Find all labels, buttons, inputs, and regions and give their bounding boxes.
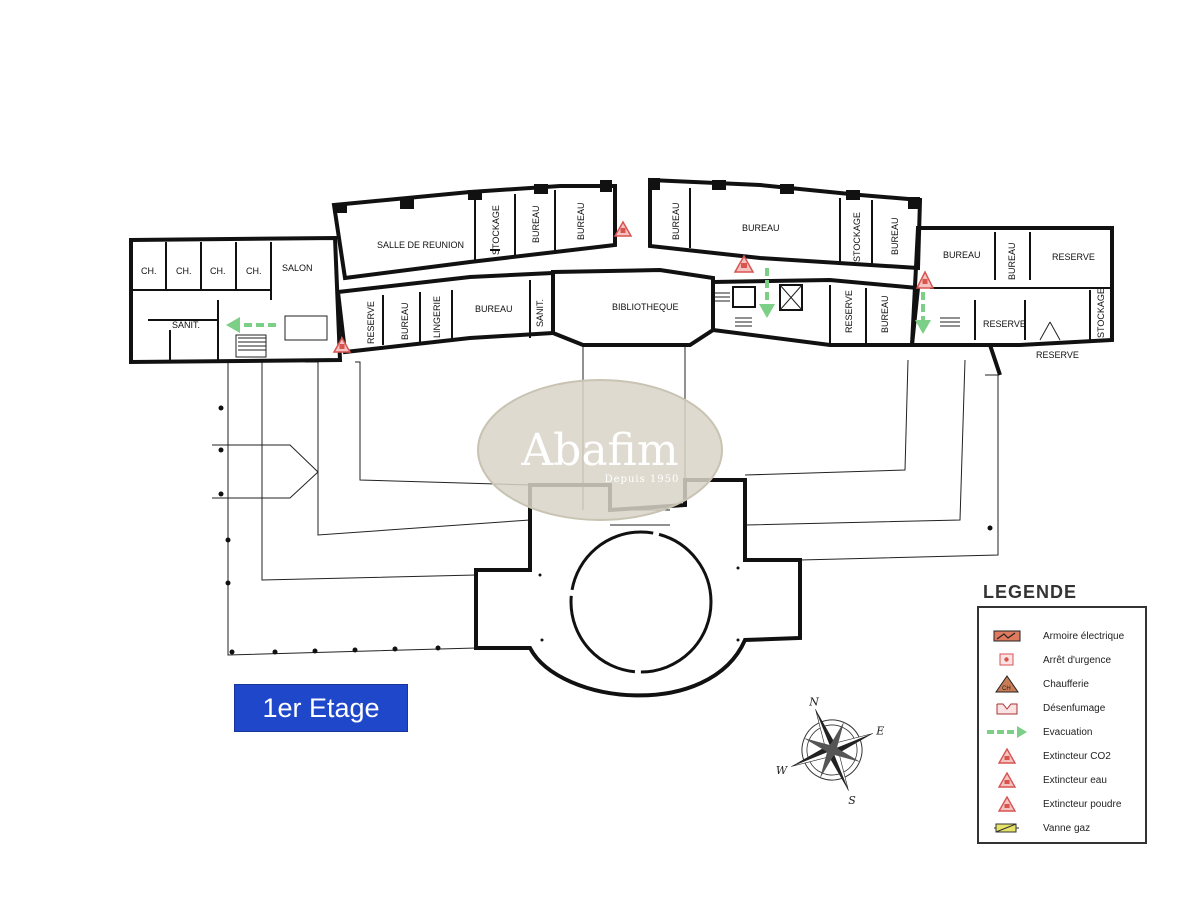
legend-label: Chaufferie xyxy=(1043,678,1089,690)
legend-item-boiler: CH Chaufferie xyxy=(985,674,1089,694)
room-label-bureau1: BUREAU xyxy=(531,205,541,243)
compass-w: W xyxy=(776,764,789,777)
boiler-room-icon: CH xyxy=(985,674,1029,694)
room-label-ch3: CH. xyxy=(210,266,226,276)
room-label-bureau2: BUREAU xyxy=(576,202,586,240)
compass-n: N xyxy=(808,696,819,709)
legend-item-gas: Vanne gaz xyxy=(985,818,1090,838)
room-label-stockage3: STOCKAGE xyxy=(1096,288,1106,338)
compass-s: S xyxy=(848,794,856,807)
room-label-reserve-right2: RESERVE xyxy=(983,319,1026,329)
smoke-extraction-icon xyxy=(985,698,1029,718)
legend-label: Extincteur poudre xyxy=(1043,798,1122,810)
compass-rose-icon: N E S W xyxy=(776,696,884,807)
room-label-ch2: CH. xyxy=(176,266,192,276)
room-label-bureau5: BUREAU xyxy=(400,302,410,340)
stairs xyxy=(238,292,960,351)
extinguisher-co2-icon xyxy=(985,746,1029,766)
room-label-reserve2: RESERVE xyxy=(844,290,854,333)
room-label-bureau7: BUREAU xyxy=(880,295,890,333)
legend-label: Vanne gaz xyxy=(1043,822,1091,834)
room-label-salon: SALON xyxy=(282,263,313,273)
legend-label: Extincteur CO2 xyxy=(1043,750,1111,762)
room-label-bibliotheque: BIBLIOTHEQUE xyxy=(612,302,679,312)
room-label-sanit-left: SANIT. xyxy=(172,320,200,330)
room-label-stockage1: STOCKAGE xyxy=(491,205,501,255)
room-labels: CH. CH. CH. CH. SALON SANIT. SALLE DE RE… xyxy=(141,202,1106,360)
boiler-badge-text: CH xyxy=(1002,686,1011,692)
room-label-ch1: CH. xyxy=(141,266,157,276)
room-label-bureau3: BUREAU xyxy=(671,202,681,240)
room-label-bureau4: BUREAU xyxy=(890,217,900,255)
gas-valve-icon xyxy=(985,818,1029,838)
plan-extinguisher-icon-4 xyxy=(915,270,935,289)
watermark-tagline: Depuis 1950 xyxy=(605,474,680,485)
gallery-pillars xyxy=(218,405,993,655)
evacuation-arrow-icon-left xyxy=(226,317,276,333)
room-label-bureau-right: BUREAU xyxy=(943,250,981,260)
legend-item-electrical: Armoire électrique xyxy=(985,626,1124,646)
legend-label: Extincteur eau xyxy=(1043,774,1107,786)
legend-panel: Armoire électrique Arrêt d'urgence CH Ch… xyxy=(977,606,1147,844)
evacuation-arrow-icon-center xyxy=(759,268,775,318)
room-label-sanit2: SANIT. xyxy=(535,299,545,327)
legend-label: Evacuation xyxy=(1043,726,1093,738)
room-label-bureau-big: BUREAU xyxy=(742,223,780,233)
extinguisher-powder-icon xyxy=(985,794,1029,814)
room-label-reserve-right: RESERVE xyxy=(1052,252,1095,262)
evacuation-arrow-icon xyxy=(985,722,1029,742)
legend-item-water: Extincteur eau xyxy=(985,770,1107,790)
extinguisher-water-icon xyxy=(985,770,1029,790)
interior-partitions xyxy=(133,188,1110,360)
floor-label-badge: 1er Etage xyxy=(234,684,408,732)
evacuation-arrow-icon-right xyxy=(915,292,931,334)
room-label-ch4: CH. xyxy=(246,266,262,276)
building-walls xyxy=(129,177,1114,376)
room-label-bureau-right2: BUREAU xyxy=(1007,242,1017,280)
room-label-reserve1: RESERVE xyxy=(366,301,376,344)
room-label-lingerie: LINGERIE xyxy=(432,296,442,338)
room-label-salle-reunion: SALLE DE REUNION xyxy=(377,240,464,250)
legend-title: LEGENDE xyxy=(983,582,1078,602)
room-label-reserve-right3: RESERVE xyxy=(1036,350,1079,360)
legend-label: Arrêt d'urgence xyxy=(1043,654,1112,666)
plan-extinguisher-icon-3 xyxy=(733,254,755,273)
legend-item-co2: Extincteur CO2 xyxy=(985,746,1111,766)
room-label-bureau6: BUREAU xyxy=(475,304,513,314)
abafim-watermark: Abafim Depuis 1950 xyxy=(477,379,723,521)
legend-item-powder: Extincteur poudre xyxy=(985,794,1121,814)
legend-item-evacuation: Evacuation xyxy=(985,722,1092,742)
compass-e: E xyxy=(875,725,884,738)
legend-label: Désenfumage xyxy=(1043,702,1106,714)
legend-item-smoke: Désenfumage xyxy=(985,698,1105,718)
watermark-brand: Abafim xyxy=(520,425,678,476)
legend-label: Armoire électrique xyxy=(1043,630,1125,642)
legend-item-emergency-stop: Arrêt d'urgence xyxy=(985,650,1111,670)
plan-extinguisher-icon-1 xyxy=(332,336,352,353)
rotunda xyxy=(474,478,802,698)
room-label-stockage2: STOCKAGE xyxy=(852,212,862,262)
facade-window-bumps xyxy=(333,178,920,213)
plan-extinguisher-icon-2 xyxy=(613,220,633,237)
emergency-stop-icon xyxy=(985,650,1029,670)
electrical-cabinet-icon xyxy=(985,626,1029,646)
